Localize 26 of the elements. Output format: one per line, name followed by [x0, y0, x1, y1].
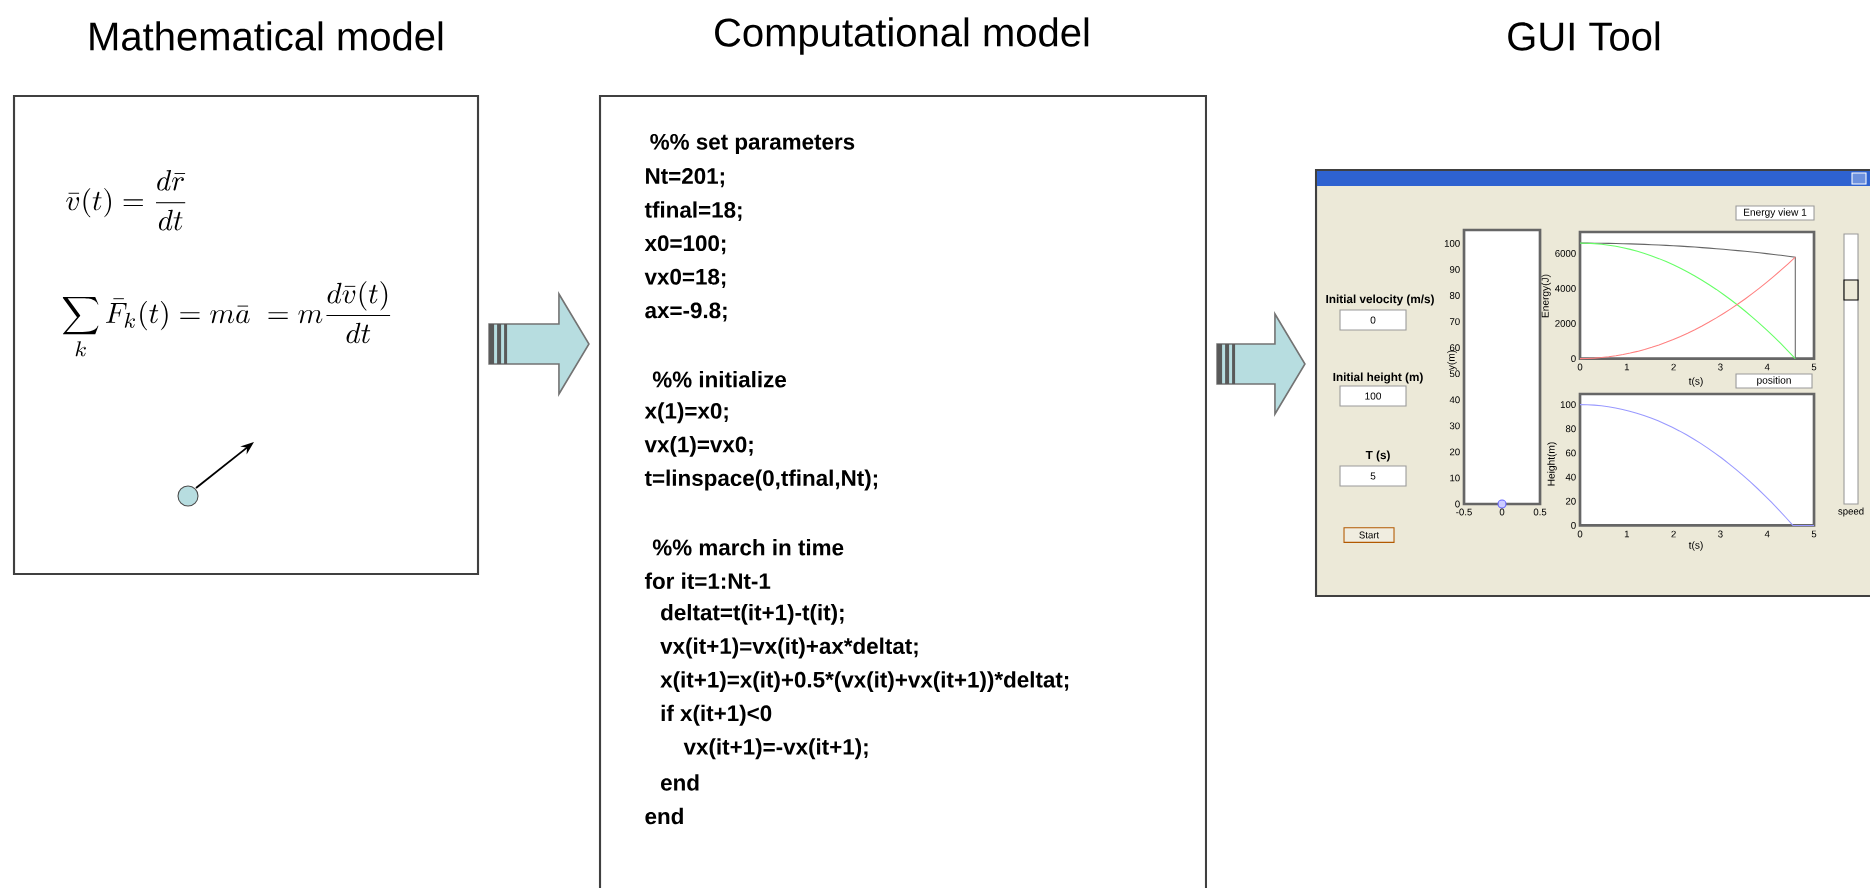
block-arrow [488, 291, 590, 397]
code-line: t=linspace(0,tfinal,Nt); [644, 469, 877, 491]
code-line: deltat=t(it+1)-t(it); [661, 604, 844, 625]
code-line: tfinal=18; [644, 201, 742, 222]
code-line: vx(it+1)=-vx(it+1); [683, 738, 868, 760]
formula: $\bar{v}(t)=\frac{d\bar{r}}{dt}$ [66, 170, 186, 231]
code-line: %% march in time [652, 539, 844, 556]
code-line: %% set parameters [650, 133, 855, 155]
code-line: x(it+1)=x(it)+0.5*(vx(it)+vx(it+1))*deltat; [660, 671, 1069, 693]
code-line: Nt=201; [646, 168, 724, 188]
code-line: ax=-9.8; [645, 302, 727, 322]
code-line: for it=1:Nt-1 [644, 572, 771, 590]
heading: Mathematical model [90, 21, 443, 51]
code-line: end [661, 774, 699, 791]
code-line: vx(1)=vx0; [644, 435, 753, 457]
code-line: x(1)=x0; [644, 402, 728, 424]
heading: GUI Tool [1508, 21, 1660, 51]
code-line: x0=100; [644, 235, 726, 255]
code-line: vx0=18; [644, 268, 726, 288]
heading: Computational model [715, 17, 1089, 55]
block-arrow [1216, 311, 1306, 417]
formula: $\sum_{k}\bar{F}_{k}(t)=m\bar{a}\;=m\frac{d\bar{v}(t)}{dt}$ [62, 281, 391, 357]
code-line: if x(it+1)<0 [661, 704, 772, 726]
code-line: end [645, 807, 683, 825]
code-line: vx(it+1)=vx(it)+ax*deltat; [660, 637, 918, 659]
code-line: %% initialize [652, 371, 786, 388]
